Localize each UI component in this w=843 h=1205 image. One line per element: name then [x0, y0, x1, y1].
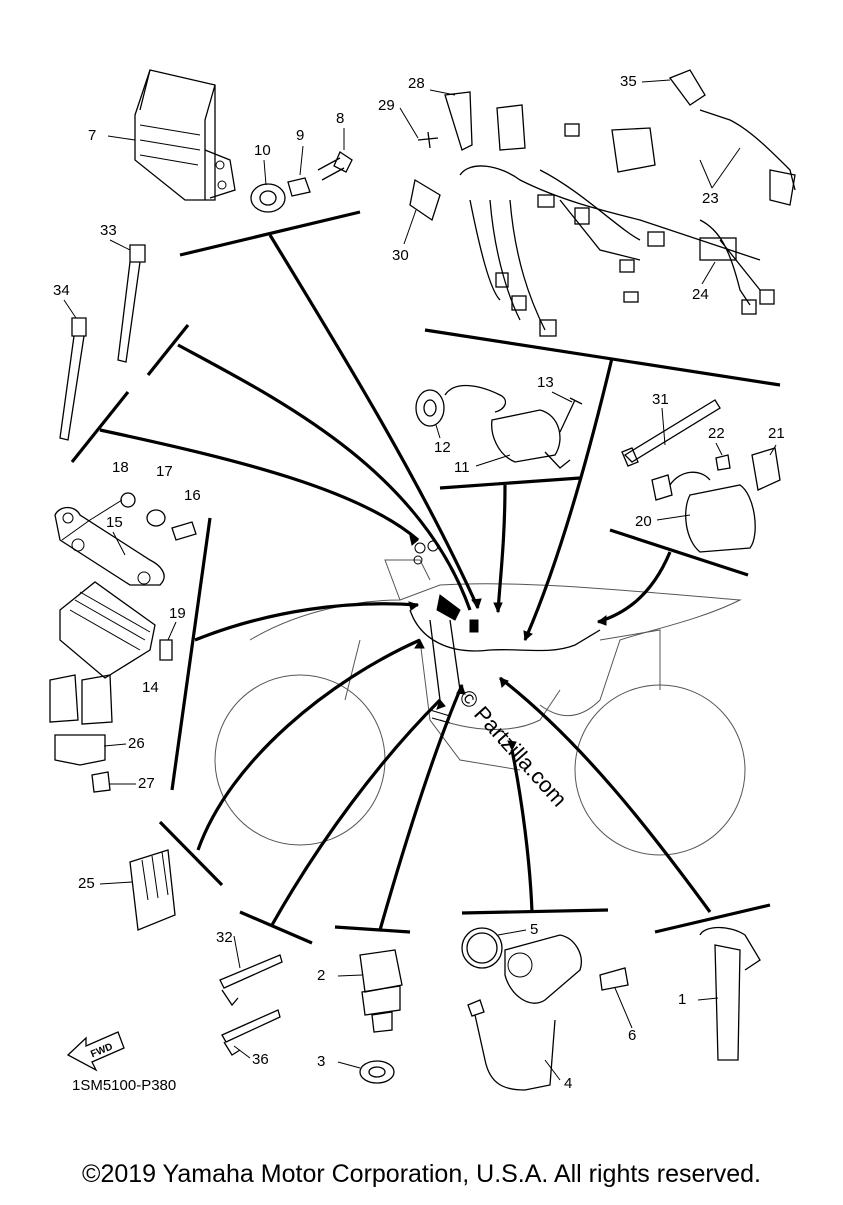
callout-35: 35 — [620, 73, 637, 90]
callout-15: 15 — [106, 514, 123, 531]
callout-24: 24 — [692, 286, 709, 303]
callout-numbers: 1 2 3 4 5 6 7 8 9 10 11 12 13 14 15 16 1… — [53, 73, 785, 1092]
callout-4: 4 — [564, 1075, 572, 1092]
callout-30: 30 — [392, 247, 409, 264]
callout-20: 20 — [635, 513, 652, 530]
callout-19: 19 — [169, 605, 186, 622]
callout-23: 23 — [702, 190, 719, 207]
callout-10: 10 — [254, 142, 271, 159]
fwd-arrow-icon: FWD — [66, 1031, 125, 1072]
temperature-sensor — [359, 949, 403, 1084]
callout-26: 26 — [128, 735, 145, 752]
callout-6: 6 — [628, 1027, 636, 1044]
bands-32-36 — [219, 954, 283, 1056]
callout-12: 12 — [434, 439, 451, 456]
callout-16: 16 — [184, 487, 201, 504]
callout-25: 25 — [78, 875, 95, 892]
callout-2: 2 — [317, 967, 325, 984]
callout-17: 17 — [156, 463, 173, 480]
bike-wiring — [409, 540, 601, 724]
callout-33: 33 — [100, 222, 117, 239]
copyright-notice: ©2019 Yamaha Motor Corporation, U.S.A. A… — [82, 1160, 761, 1188]
callout-18: 18 — [112, 459, 129, 476]
callout-14: 14 — [142, 679, 159, 696]
condenser — [621, 399, 781, 553]
speed-sensor — [461, 927, 629, 1091]
callout-29: 29 — [378, 97, 395, 114]
ignition-coil — [415, 384, 583, 469]
callout-22: 22 — [708, 425, 725, 442]
watermark: © Partzilla.com — [454, 685, 572, 812]
callout-13: 13 — [537, 374, 554, 391]
callout-5: 5 — [530, 921, 538, 938]
cable-tie-33 — [117, 244, 146, 363]
grommet-collar-bolt — [250, 151, 353, 213]
leader-lines — [70, 210, 781, 945]
callout-27: 27 — [138, 775, 155, 792]
regulator-bracket — [49, 492, 197, 793]
connector-25 — [129, 849, 176, 931]
callout-leaders — [61, 79, 777, 1081]
callout-32: 32 — [216, 929, 233, 946]
callout-21: 21 — [768, 425, 785, 442]
motorcycle-outline — [214, 559, 746, 856]
ecu-unit — [134, 69, 236, 201]
callout-9: 9 — [296, 127, 304, 144]
callout-28: 28 — [408, 75, 425, 92]
callout-8: 8 — [336, 110, 344, 127]
callout-1: 1 — [678, 991, 686, 1008]
wire-harness — [409, 69, 796, 337]
spark-plug-cap — [699, 926, 761, 1061]
callout-31: 31 — [652, 391, 669, 408]
callout-7: 7 — [88, 127, 96, 144]
callout-36: 36 — [252, 1051, 269, 1068]
callout-3: 3 — [317, 1053, 325, 1070]
callout-34: 34 — [53, 282, 70, 299]
callout-11: 11 — [454, 459, 470, 476]
cable-tie-34 — [59, 317, 87, 441]
diagram-code: 1SM5100-P380 — [72, 1077, 176, 1094]
